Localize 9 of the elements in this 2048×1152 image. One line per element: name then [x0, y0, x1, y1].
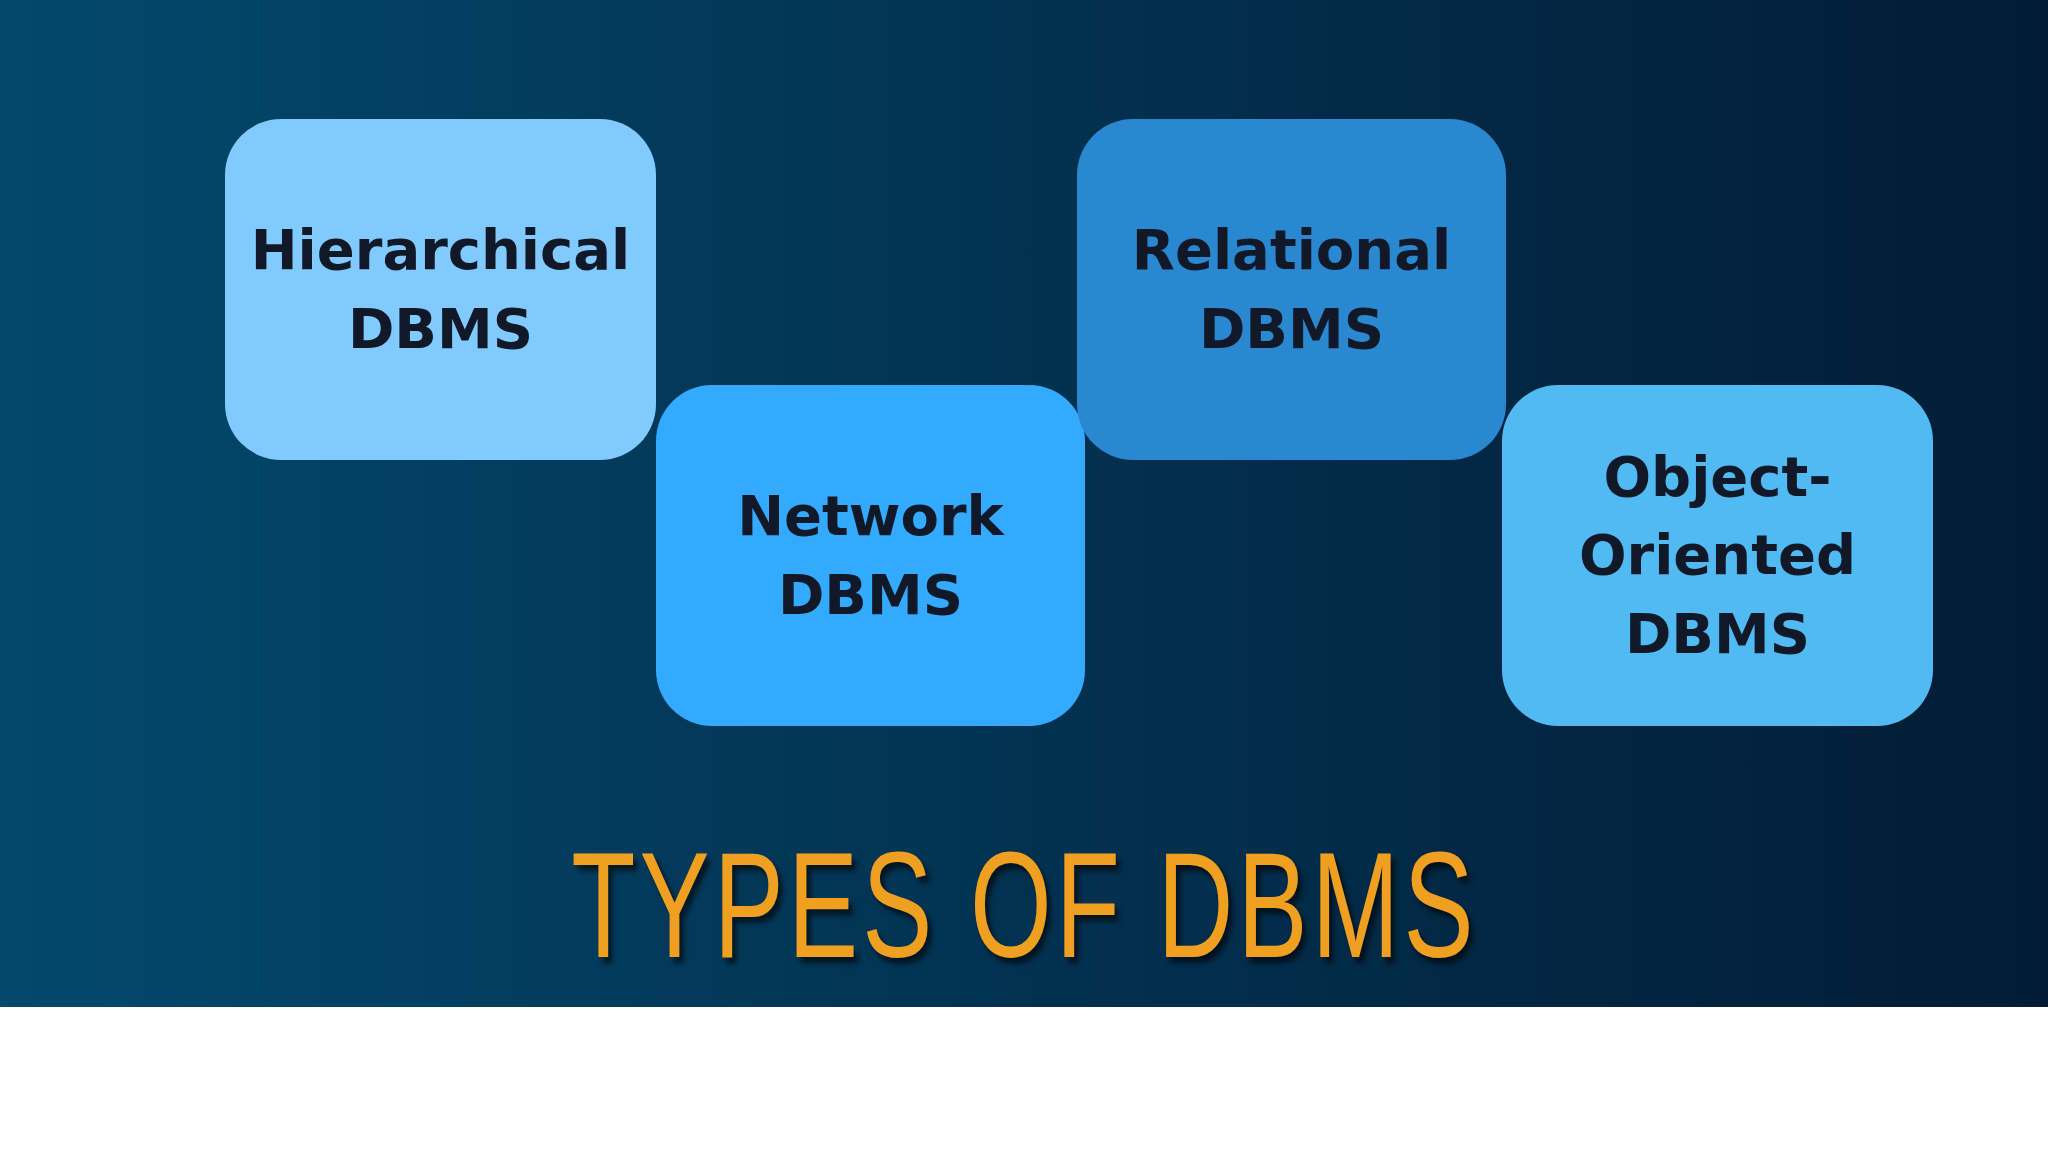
type-card: [225, 119, 656, 460]
card-label: Relational DBMS: [1130, 216, 1453, 363]
type-card: [656, 385, 1085, 726]
type-card: [1502, 385, 1933, 726]
card-label: Network DBMS: [736, 482, 1006, 629]
card-label: Object-Oriented DBMS: [1577, 442, 1858, 668]
card-label: Hierarchical DBMS: [249, 216, 632, 363]
title: TYPES OF DBMS: [570, 830, 1478, 980]
type-card: [1077, 119, 1506, 460]
